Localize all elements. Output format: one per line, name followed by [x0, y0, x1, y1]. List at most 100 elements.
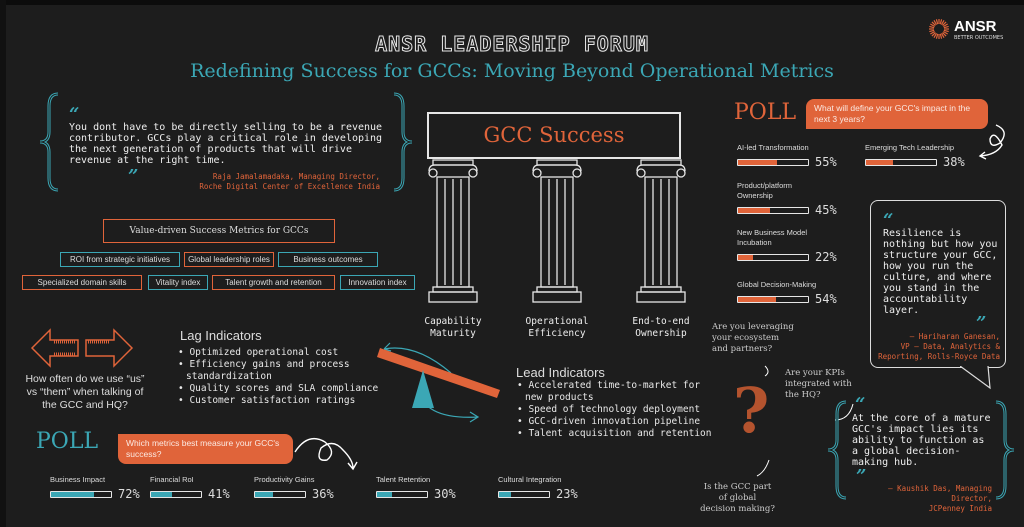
metric-tag: Vitality index — [148, 275, 208, 290]
pillar-label-line: Operational — [525, 316, 589, 327]
poll-percent: 36% — [312, 487, 334, 501]
curly-arrow-icon — [294, 438, 358, 471]
poll-percent: 23% — [556, 487, 578, 501]
poll-bar-fill — [738, 207, 770, 213]
left-brace-icon — [827, 400, 847, 500]
close-quote-icon: ” — [856, 466, 867, 487]
lead-indicators-list: Accelerated time-to-market for new produ… — [517, 380, 712, 440]
poll-label: POLL — [36, 429, 99, 454]
left-band — [0, 0, 6, 527]
poll-option: Talent Retention 30% — [376, 475, 471, 501]
author-line: Roche Digital Center of Excellence India — [199, 182, 380, 191]
pillar-label-line: Efficiency — [528, 328, 586, 339]
speech-bubble-tail — [960, 366, 991, 390]
pillar — [428, 159, 478, 303]
lag-item: Optimized operational cost — [178, 347, 388, 359]
poll-bar — [376, 490, 428, 498]
metric-tag: Talent growth and retention — [212, 275, 335, 290]
quote-author: – Kaushik Das, Managing Director, JCPenn… — [850, 484, 992, 514]
double-arrow-icon — [30, 328, 134, 368]
poll-option-label: Global Decision-Making — [737, 280, 817, 289]
pillar-label-line: Maturity — [430, 328, 476, 339]
logo-name: ANSR — [954, 18, 997, 35]
poll-percent: 22% — [815, 250, 837, 264]
poll-option: Productivity Gains 36% — [254, 475, 349, 501]
poll-bar-fill — [377, 491, 392, 497]
close-quote-icon: ” — [976, 313, 987, 334]
question-mark-icon: ? — [733, 374, 770, 447]
seesaw-graphic — [377, 342, 500, 423]
poll-percent: 45% — [815, 203, 837, 217]
poll-option-label: Product/platform Ownership — [737, 181, 793, 200]
metric-tag: Global leadership roles — [184, 252, 274, 267]
poll-bar-fill — [738, 159, 777, 165]
poll-option-label: AI-led Transformation — [737, 143, 809, 152]
poll-option-label: Financial RoI — [150, 475, 194, 484]
poll-option-label: Business Impact — [50, 475, 106, 484]
poll-bar — [150, 490, 202, 498]
lead-item: Accelerated time-to-market for new produ… — [517, 380, 712, 404]
poll-option-label: New Business Model Incubation — [737, 228, 808, 247]
poll-percent: 54% — [815, 292, 837, 306]
lag-item: Customer satisfaction ratings — [178, 395, 388, 407]
pillar — [636, 159, 686, 303]
speech-bubble — [870, 200, 1006, 368]
sunburst-icon — [929, 18, 949, 39]
quote-author: Raja Jamalamadaka, Managing Director, Ro… — [180, 172, 380, 192]
lead-indicators-title: Lead Indicators — [516, 365, 605, 380]
poll-question: Which metrics best measure your GCC's su… — [118, 434, 293, 464]
poll-bar — [254, 490, 306, 498]
poll-bar-fill — [866, 159, 893, 165]
poll-option: New Business Model Incubation 22% — [737, 228, 837, 264]
page-subtitle: Redefining Success for GCCs: Moving Beyo… — [190, 60, 834, 82]
author-line: Raja Jamalamadaka, Managing Director, — [212, 172, 380, 181]
poll-option-label: Cultural Integration — [498, 475, 562, 484]
lead-item: Talent acquisition and retention — [517, 428, 712, 440]
page-title: ANSR LEADERSHIP FORUM — [375, 32, 649, 57]
poll-bar — [865, 158, 937, 166]
poll-bar — [737, 206, 809, 214]
poll-option-label: Productivity Gains — [254, 475, 315, 484]
metric-tag: ROI from strategic initiatives — [60, 252, 180, 267]
poll-bar-fill — [738, 296, 776, 302]
poll-option: Global Decision-Making 54% — [737, 280, 852, 306]
author-line: – Kaushik Das, Managing Director, — [888, 484, 992, 503]
decision-question: Is the GCC part of global decision makin… — [700, 482, 775, 514]
pillar-label-line: Capability — [424, 316, 482, 327]
pillar-beam: GCC Success — [427, 112, 681, 159]
right-brace-icon — [393, 92, 413, 192]
poll-percent: 72% — [118, 487, 140, 501]
open-quote-icon: “ — [883, 210, 894, 231]
poll-bar — [737, 158, 809, 166]
poll-bar — [498, 490, 550, 498]
poll-bar — [737, 295, 809, 303]
open-quote-icon: “ — [855, 394, 866, 415]
us-them-question: How often do we use “us” vs “them” when … — [10, 373, 160, 412]
right-brace-icon — [995, 400, 1015, 500]
quote-author: – Hariharan Ganesan, VP – Data, Analytic… — [876, 332, 1000, 362]
metric-tag: Business outcomes — [278, 252, 378, 267]
pillars-graphic — [428, 159, 686, 303]
open-quote-icon: “ — [69, 104, 80, 125]
lag-item: Quality scores and SLA compliance — [178, 383, 388, 395]
poll-option-label: Talent Retention — [376, 475, 431, 484]
poll-label: POLL — [734, 100, 797, 125]
question-line: the GCC and HQ? — [42, 399, 128, 411]
poll-question: What will define your GCC's impact in th… — [806, 99, 988, 129]
poll-percent: 38% — [943, 155, 965, 169]
poll-percent: 41% — [208, 487, 230, 501]
quote-text: At the core of a mature GCC's impact lie… — [852, 413, 991, 468]
ecosystem-question: Are you leveraging your ecosystem and pa… — [712, 322, 794, 354]
poll-option: AI-led Transformation 55% — [737, 143, 852, 169]
author-line: JCPenney India — [928, 504, 992, 513]
poll-option: Business Impact 72% — [50, 475, 145, 501]
quote-text: Resilience is nothing but how you struct… — [883, 228, 998, 316]
poll-bar-fill — [499, 491, 511, 497]
poll-bar-fill — [255, 491, 273, 497]
poll-option: Financial RoI 41% — [150, 475, 245, 501]
lead-item: GCC-driven innovation pipeline — [517, 416, 712, 428]
